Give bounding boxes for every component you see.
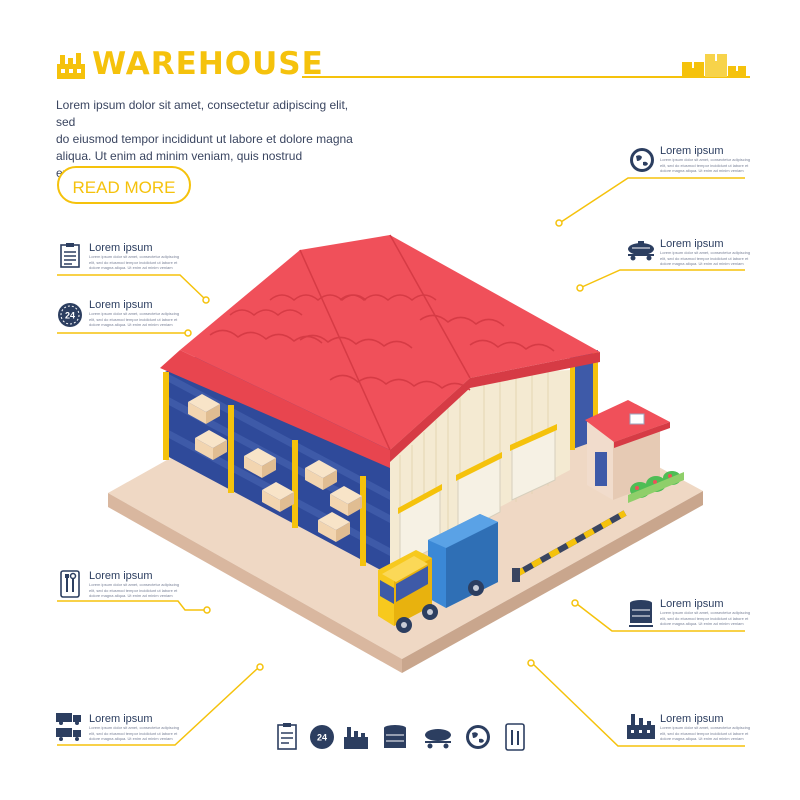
- callout-title: Lorem ipsum: [89, 242, 153, 254]
- callout-globe: Lorem ipsum Lorem ipsum dolor sit amet, …: [660, 145, 780, 174]
- callout-desc: elit, sed do eiusmod tempor incididunt u…: [89, 316, 178, 322]
- badge-24-label: 24: [65, 311, 75, 321]
- shelf-floor-1: [165, 395, 390, 523]
- bottom-icon-row: 24: [272, 722, 532, 752]
- callout-desc: Lorem ipsum dolor sit amet, consectetur …: [660, 250, 751, 255]
- shelf-boxes: [188, 394, 362, 542]
- barrier: [512, 510, 627, 582]
- tanker-icon: [425, 729, 451, 749]
- callout-title: Lorem ipsum: [89, 299, 153, 311]
- callout-desc: elit, sed do eiusmod tempor incididunt u…: [89, 587, 178, 593]
- read-more-button[interactable]: READ MORE: [57, 166, 191, 204]
- callout-clipboard: Lorem ipsum Lorem ipsum dolor sit amet, …: [89, 242, 209, 271]
- clipboard-icon: [60, 242, 80, 273]
- callout-title: Lorem ipsum: [89, 570, 153, 582]
- callout-desc: Lorem ipsum dolor sit amet, consectetur …: [89, 725, 180, 730]
- roof-front-edge: [390, 352, 600, 462]
- callout-desc: elit, sed do eiusmod tempor incididunt u…: [660, 730, 749, 736]
- callout-desc: dolore magna aliqua. Ut enim ad minim ve…: [89, 322, 173, 327]
- connector-dot: [527, 659, 535, 667]
- callout-trucks: Lorem ipsum Lorem ipsum dolor sit amet, …: [89, 713, 209, 742]
- title-divider: [302, 76, 750, 78]
- connector-dot: [184, 329, 192, 337]
- callout-title: Lorem ipsum: [660, 238, 724, 250]
- page-title: WAREHOUSE: [92, 46, 324, 82]
- callout-tanker: Lorem ipsum Lorem ipsum dolor sit amet, …: [660, 238, 780, 267]
- 24-hours-icon: 24: [310, 725, 334, 749]
- callout-tools: Lorem ipsum Lorem ipsum dolor sit amet, …: [89, 570, 209, 599]
- tanker-icon: [626, 240, 656, 267]
- silo-icon: [627, 599, 655, 632]
- callout-24h: Lorem ipsum Lorem ipsum dolor sit amet, …: [89, 299, 209, 328]
- connector-dot: [203, 606, 211, 614]
- callout-title: Lorem ipsum: [660, 713, 724, 725]
- roof-left-eave: [160, 350, 390, 468]
- globe-icon: [629, 147, 655, 178]
- tools-icon: [505, 723, 525, 751]
- tools-icon: [60, 570, 80, 603]
- connector-dot: [576, 284, 584, 292]
- shelf-posts: [163, 372, 366, 566]
- callout-desc: Lorem ipsum dolor sit amet, consectetur …: [89, 311, 180, 316]
- ground-left-side: [108, 493, 402, 673]
- silo-icon: [384, 725, 406, 748]
- callout-desc: dolore magna aliqua. Ut enim ad minim ve…: [660, 261, 744, 266]
- header-boxes-icon: [680, 52, 748, 83]
- callout-desc: dolore magna aliqua. Ut enim ad minim ve…: [660, 168, 744, 173]
- callout-desc: elit, sed do eiusmod tempor incididunt u…: [89, 730, 178, 736]
- callout-title: Lorem ipsum: [89, 713, 153, 725]
- callout-desc: dolore magna aliqua. Ut enim ad minim ve…: [660, 736, 744, 741]
- header-factory-icon: [56, 52, 86, 85]
- callout-desc: Lorem ipsum dolor sit amet, consectetur …: [89, 254, 180, 259]
- truck: [378, 514, 498, 633]
- badge-24-label: 24: [317, 733, 327, 743]
- callout-title: Lorem ipsum: [660, 598, 724, 610]
- callout-desc: dolore magna aliqua. Ut enim ad minim ve…: [660, 621, 744, 626]
- ground-right-side: [402, 491, 703, 673]
- callout-desc: dolore magna aliqua. Ut enim ad minim ve…: [89, 593, 173, 598]
- globe-icon: [466, 725, 490, 749]
- connector-line: [57, 667, 259, 746]
- connector-line: [57, 274, 207, 301]
- factory-icon: [344, 727, 368, 749]
- shelf-floor-0: [165, 372, 390, 500]
- callout-desc: Lorem ipsum dolor sit amet, consectetur …: [660, 725, 751, 730]
- callout-desc: elit, sed do eiusmod tempor incididunt u…: [660, 255, 749, 261]
- 24-hours-icon: 24: [57, 302, 83, 333]
- bushes: [628, 471, 684, 503]
- connector-line: [57, 600, 205, 611]
- callout-silo: Lorem ipsum Lorem ipsum dolor sit amet, …: [660, 598, 780, 627]
- clipboard-icon: [277, 723, 297, 750]
- callout-desc: Lorem ipsum dolor sit amet, consectetur …: [660, 157, 751, 162]
- connector-line: [532, 663, 745, 747]
- intro-line: do eiusmod tempor incididunt ut labore e…: [56, 132, 353, 146]
- trucks-icon: [55, 710, 85, 747]
- callout-factory: Lorem ipsum Lorem ipsum dolor sit amet, …: [660, 713, 780, 742]
- connector-dot: [256, 663, 264, 671]
- callout-desc: elit, sed do eiusmod tempor incididunt u…: [89, 259, 178, 265]
- callout-desc: dolore magna aliqua. Ut enim ad minim ve…: [89, 265, 173, 270]
- intro-line: Lorem ipsum dolor sit amet, consectetur …: [56, 98, 349, 129]
- connector-dot: [202, 296, 210, 304]
- callout-desc: dolore magna aliqua. Ut enim ad minim ve…: [89, 736, 173, 741]
- callout-desc: Lorem ipsum dolor sit amet, consectetur …: [660, 610, 751, 615]
- callout-desc: elit, sed do eiusmod tempor incididunt u…: [660, 162, 749, 168]
- connector-dot: [571, 599, 579, 607]
- factory-icon: [626, 712, 656, 745]
- callout-desc: elit, sed do eiusmod tempor incididunt u…: [660, 615, 749, 621]
- connector-line: [576, 603, 745, 632]
- callout-desc: Lorem ipsum dolor sit amet, consectetur …: [89, 582, 180, 587]
- callout-title: Lorem ipsum: [660, 145, 724, 157]
- roof-tiles: [209, 234, 555, 451]
- connector-line: [560, 177, 745, 223]
- connector-dot: [555, 219, 563, 227]
- connector-line: [581, 269, 745, 288]
